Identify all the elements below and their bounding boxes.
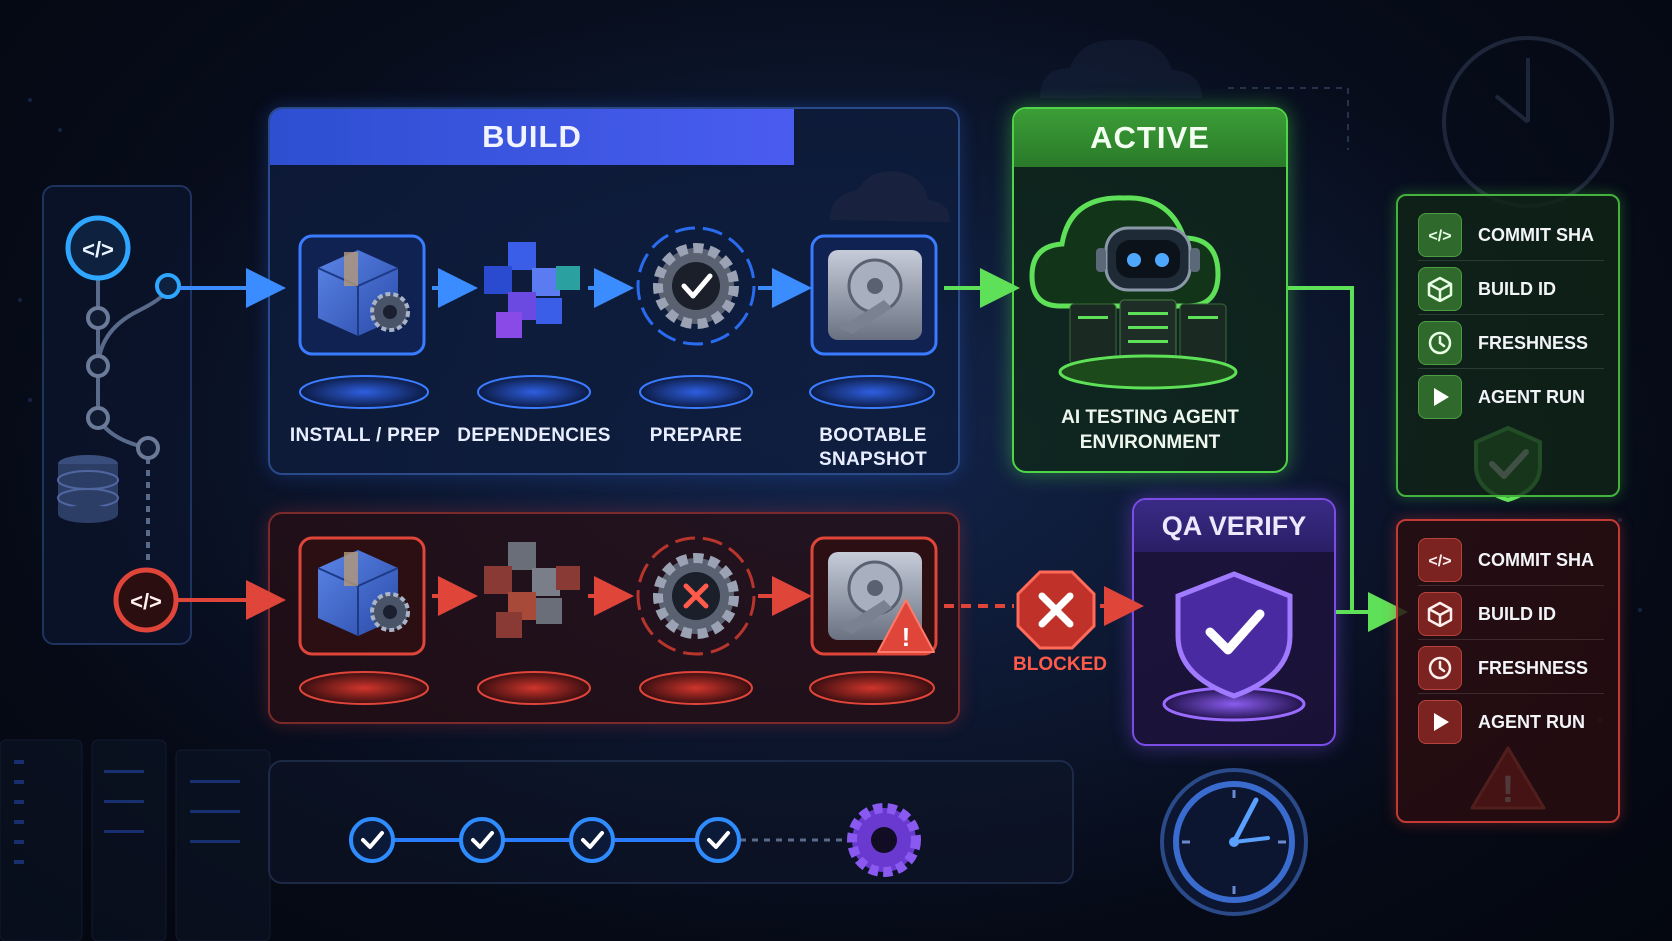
svg-text:</>: </> — [130, 589, 162, 614]
database-icon — [57, 455, 119, 523]
svg-text:!: ! — [902, 622, 911, 652]
metadata-row-build-id: BUILD ID — [1418, 589, 1604, 640]
disk-snapshot-icon — [810, 171, 950, 356]
environment-label-line2: ENVIRONMENT — [1079, 432, 1221, 453]
metadata-row-freshness: FRESHNESS — [1418, 318, 1604, 369]
cloud-icon — [1040, 39, 1202, 98]
pedestal — [299, 375, 935, 409]
cube-icon — [1418, 592, 1462, 636]
metadata-label: FRESHNESS — [1478, 332, 1589, 353]
metadata-label: BUILD ID — [1478, 278, 1556, 299]
stage-label: INSTALL / PREP — [289, 425, 441, 446]
gear-pending-icon — [847, 803, 921, 877]
play-icon — [1418, 375, 1462, 419]
stage-label: PREPARE — [649, 425, 743, 446]
code-icon: </> — [1418, 538, 1462, 582]
stage-label: DEPENDENCIES — [457, 425, 611, 446]
code-icon: </> — [1418, 213, 1462, 257]
code-node-red-icon: </> — [113, 567, 179, 633]
svg-text:</>: </> — [1428, 553, 1451, 570]
svg-text:</>: </> — [1428, 228, 1451, 245]
clock-icon — [1418, 321, 1462, 365]
metadata-label: FRESHNESS — [1478, 657, 1589, 678]
branch-node — [155, 273, 181, 299]
environment-label: AI TESTING AGENT ENVIRONMENT — [1012, 405, 1288, 455]
shield-check-icon — [1162, 571, 1306, 722]
metadata-label: BUILD ID — [1478, 603, 1556, 624]
checkpoint-complete-icon — [695, 817, 741, 863]
metadata-row-freshness: FRESHNESS — [1418, 643, 1604, 694]
commit-node — [86, 306, 160, 460]
clock-icon — [1418, 646, 1462, 690]
build-title: BUILD — [270, 109, 794, 165]
gear-error-icon — [636, 536, 756, 656]
stage-label: BOOTABLE — [819, 425, 927, 446]
clock-icon — [1160, 768, 1308, 916]
metadata-row-agent-run: AGENT RUN — [1418, 372, 1604, 422]
metadata-row-commit-sha: </> COMMIT SHA — [1418, 535, 1604, 586]
success-route — [1288, 286, 1408, 632]
success-metadata-card: </> COMMIT SHA BUILD ID FRESHNESS AGENT … — [1396, 194, 1620, 497]
qa-verify-title: QA VERIFY — [1134, 500, 1334, 552]
code-node-icon: </> — [65, 215, 131, 281]
metadata-row-commit-sha: </> COMMIT SHA — [1418, 210, 1604, 261]
active-title: ACTIVE — [1014, 109, 1286, 167]
server-rack-icon — [0, 739, 271, 941]
cubes-icon — [484, 242, 580, 338]
blocked-label: BLOCKED — [1013, 654, 1107, 675]
cubes-icon — [484, 542, 580, 638]
pedestal — [299, 671, 935, 705]
cube-icon — [1418, 267, 1462, 311]
environment-label-line1: AI TESTING AGENT — [1061, 407, 1239, 428]
robot-cloud-icon — [1029, 195, 1221, 309]
metadata-label: AGENT RUN — [1478, 711, 1585, 732]
checkpoint-complete-icon — [569, 817, 615, 863]
gear-check-icon — [636, 226, 756, 346]
metadata-label: AGENT RUN — [1478, 386, 1585, 407]
metadata-label: COMMIT SHA — [1478, 549, 1594, 570]
svg-text:</>: </> — [82, 237, 114, 262]
disk-warning-icon: ! — [810, 536, 938, 656]
metadata-row-build-id: BUILD ID — [1418, 264, 1604, 315]
progress-track-panel — [268, 760, 1074, 884]
stage-label: SNAPSHOT — [819, 449, 927, 470]
package-gear-icon — [298, 234, 426, 356]
checkpoint-complete-icon — [459, 817, 505, 863]
checkpoint-complete-icon — [349, 817, 395, 863]
failure-metadata-card: </> COMMIT SHA BUILD ID FRESHNESS AGENT … — [1396, 519, 1620, 823]
play-icon — [1418, 700, 1462, 744]
package-gear-icon — [298, 536, 426, 656]
metadata-label: COMMIT SHA — [1478, 224, 1594, 245]
stop-icon — [1016, 570, 1096, 650]
server-stack-icon — [1058, 299, 1238, 390]
metadata-row-agent-run: AGENT RUN — [1418, 697, 1604, 747]
